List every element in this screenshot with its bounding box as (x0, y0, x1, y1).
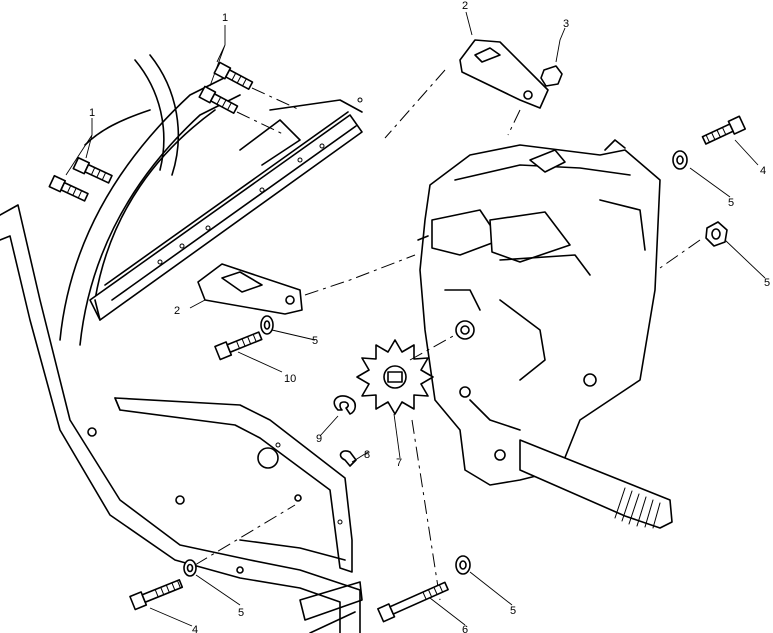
callout-3: 3 (563, 18, 569, 30)
bolt-6 (377, 581, 449, 623)
callout-labels: 1 1 2 2 3 4 4 5 5 5 5 5 6 7 8 9 10 (89, 0, 770, 633)
mounting-plate (114, 397, 353, 573)
callout-4-lower: 4 (192, 624, 198, 633)
callout-1-top: 1 (222, 12, 228, 24)
callout-5-lower-left: 5 (238, 607, 244, 619)
leader-lines (65, 11, 766, 627)
callout-1-left: 1 (89, 107, 95, 119)
callout-8: 8 (364, 449, 370, 461)
bolt-4-lower (129, 504, 296, 611)
callout-7: 7 (396, 457, 402, 469)
callout-5-right-top: 5 (728, 197, 734, 209)
callout-5-lower-right: 5 (510, 605, 516, 617)
callout-5-right-nut: 5 (764, 277, 770, 289)
callout-4-right: 4 (760, 165, 766, 177)
washer-5-bolt10 (260, 315, 274, 335)
bracket-2-top (384, 39, 549, 139)
bracket-2-lower (197, 254, 416, 315)
nut-5-right (659, 221, 728, 269)
output-shaft (519, 439, 673, 529)
frame-assembly (0, 54, 363, 633)
washer-5-right-top (672, 150, 688, 170)
sprocket-7 (356, 334, 456, 601)
bolt-1-group-left (48, 156, 113, 202)
callout-5-bolt10: 5 (312, 335, 318, 347)
callout-10: 10 (284, 373, 296, 385)
callout-9: 9 (316, 433, 322, 445)
bolt-4-right (701, 115, 747, 145)
callout-2-lower: 2 (174, 305, 180, 317)
callout-6: 6 (462, 624, 468, 633)
gearbox-housing (417, 139, 661, 486)
snap-ring-8 (333, 395, 357, 415)
callout-2-top: 2 (462, 0, 468, 12)
washer-5-lower-right (455, 555, 471, 575)
spacer-3 (540, 65, 563, 87)
upper-rail (89, 97, 363, 321)
bolt-1-group-top (198, 61, 301, 136)
washer-5-lower-left (183, 559, 197, 577)
clip-9 (339, 450, 357, 467)
bolt-10 (214, 331, 263, 361)
